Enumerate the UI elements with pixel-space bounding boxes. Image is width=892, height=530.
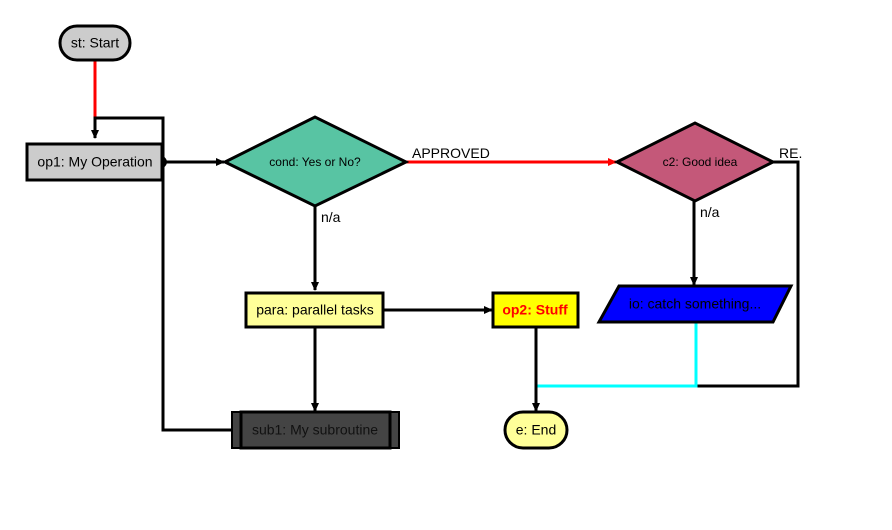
para-shape bbox=[244, 291, 385, 329]
edge-c2-end: RE. bbox=[696, 145, 802, 388]
edge-cond-c2: APPROVED bbox=[406, 145, 617, 166]
node-c2[interactable]: c2: Good idea bbox=[613, 121, 777, 203]
io-label: io: catch something... bbox=[629, 296, 761, 312]
io-shape bbox=[596, 284, 794, 324]
edge-c2-io: n/a bbox=[690, 201, 720, 286]
op2-shape bbox=[491, 291, 580, 329]
op2-label: op2: Stuff bbox=[502, 302, 568, 318]
edge-label-cond-na: n/a bbox=[321, 209, 341, 225]
node-op2[interactable]: op2: Stuff bbox=[491, 291, 580, 329]
sub1-inner-shape bbox=[239, 410, 392, 450]
c2-label: c2: Good idea bbox=[663, 155, 738, 169]
node-end[interactable]: e: End bbox=[503, 410, 569, 450]
start-shape bbox=[58, 24, 132, 62]
node-sub1[interactable]: sub1: My subroutine bbox=[231, 410, 400, 450]
node-cond[interactable]: cond: Yes or No? bbox=[221, 115, 410, 208]
edge-label-rejected: RE. bbox=[779, 145, 802, 161]
edge-op1-cond bbox=[162, 156, 225, 168]
op1-shape bbox=[25, 142, 164, 182]
label-clip-mask bbox=[802, 140, 892, 170]
cond-label: cond: Yes or No? bbox=[269, 155, 361, 169]
node-op1[interactable]: op1: My Operation bbox=[25, 142, 164, 182]
node-start[interactable]: st: Start bbox=[58, 24, 132, 62]
c2-shape bbox=[613, 121, 777, 203]
para-label: para: parallel tasks bbox=[256, 302, 374, 318]
end-shape bbox=[503, 410, 569, 450]
end-label: e: End bbox=[516, 422, 556, 438]
op1-label: op1: My Operation bbox=[37, 154, 152, 170]
node-para[interactable]: para: parallel tasks bbox=[244, 291, 385, 329]
edge-label-c2-na: n/a bbox=[700, 204, 720, 220]
node-io[interactable]: io: catch something... bbox=[596, 284, 794, 324]
start-label: st: Start bbox=[71, 35, 119, 51]
edge-label-approved: APPROVED bbox=[412, 145, 490, 161]
cond-shape bbox=[221, 115, 410, 208]
edge-io-end bbox=[537, 322, 698, 388]
edge-cond-para: n/a bbox=[311, 205, 341, 291]
sub1-label: sub1: My subroutine bbox=[252, 422, 378, 438]
edge-sub1-op1 bbox=[93, 116, 232, 432]
